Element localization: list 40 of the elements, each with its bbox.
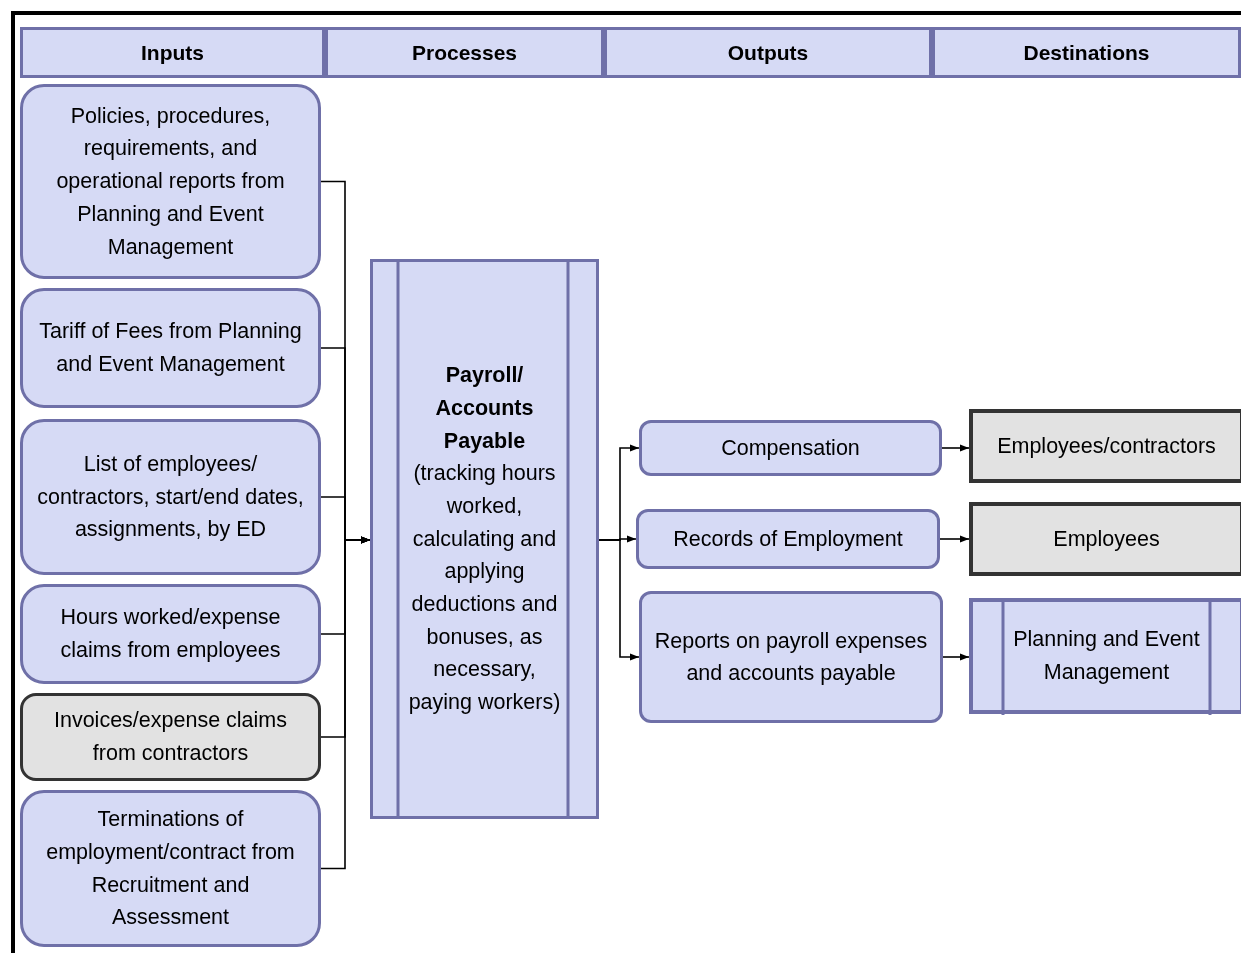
output-box <box>639 591 943 723</box>
box-label: Destinations <box>1023 39 1150 66</box>
column-header <box>932 27 1241 78</box>
destination-box <box>969 409 1241 483</box>
box-label: Policies, procedures, requirements, and operational reports from Planning and Event Management <box>55 102 286 261</box>
column-header <box>325 27 604 78</box>
box-label: Planning and Event Management <box>1012 626 1201 686</box>
output-box <box>636 509 940 569</box>
box-label: Reports on payroll expenses and accounts payable <box>653 627 929 687</box>
column-header <box>604 27 932 78</box>
connector-arrow <box>941 444 970 452</box>
connector-arrow <box>598 539 640 661</box>
input-box <box>20 790 321 947</box>
process-box <box>370 259 599 819</box>
box-label: Outputs <box>727 39 809 66</box>
destination-box <box>969 598 1241 714</box>
input-box <box>20 584 321 684</box>
input-box <box>20 84 321 279</box>
box-label: Tariff of Fees from Planning and Event Management <box>38 318 303 378</box>
output-box <box>639 420 942 476</box>
box-label: Terminations of employment/contract from Recruitment and Assessment <box>45 806 296 932</box>
connector-arrow <box>939 535 970 543</box>
process-title: Payroll/ Accounts Payable <box>434 362 535 455</box>
box-label: List of employees/ contractors, start/end dates, assignments, by ED <box>36 451 305 544</box>
box-label: Employees <box>1053 525 1160 553</box>
box-label: Records of Employment <box>673 525 903 553</box>
box-label: Compensation <box>721 434 860 462</box>
box-label: Employees/contractors <box>997 432 1216 460</box>
box-label: Processes <box>411 39 518 66</box>
connector-arrow <box>942 653 970 661</box>
box-label: Inputs <box>141 39 204 66</box>
box-label: (tracking hours worked, calculating and applying deductions and bonuses, as necessary, paying workers) <box>407 460 562 716</box>
input-box <box>20 419 321 575</box>
box-label: Invoices/expense claims from contractors <box>53 707 288 767</box>
destination-box <box>969 502 1241 576</box>
column-header <box>20 27 325 78</box>
input-box <box>20 288 321 408</box>
box-label: Hours worked/expense claims from employees <box>59 604 282 664</box>
connector-arrow <box>320 536 371 870</box>
input-box <box>20 693 321 781</box>
